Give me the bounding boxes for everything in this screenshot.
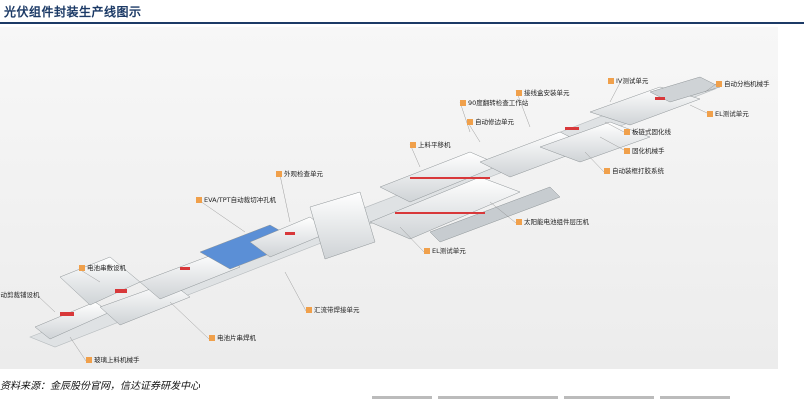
callout-string-layup: 电池串敷设机 — [79, 264, 126, 272]
callout-marker-icon — [707, 111, 713, 117]
callout-marker-icon — [624, 148, 630, 154]
source-note: 资料来源：金辰股份官网，信达证券研发中心 — [0, 377, 200, 392]
callout-marker-icon — [410, 142, 416, 148]
callout-marker-icon — [516, 219, 522, 225]
callout-appearance-inspection: 外观检查单元 — [276, 170, 323, 178]
callout-auto-grading-robot: 自动分档机械手 — [716, 80, 770, 88]
callout-marker-icon — [306, 307, 312, 313]
callout-marker-icon — [424, 248, 430, 254]
callout-marker-icon — [604, 168, 610, 174]
callout-marker-icon — [86, 357, 92, 363]
callout-junction-box-unit: 接线盒安装单元 — [516, 89, 570, 97]
callout-marker-icon — [624, 129, 630, 135]
callout-loading-transfer: 上料平移机 — [410, 141, 451, 149]
page-title: 光伏组件封装生产线图示 — [4, 3, 142, 20]
callout-marker-icon — [516, 90, 522, 96]
callout-cell-stringer: 电池片串焊机 — [209, 334, 256, 342]
callout-plate-chain-curing-line: 板链式固化线 — [624, 128, 671, 136]
callout-auto-trimming-unit: 自动修边单元 — [467, 118, 514, 126]
callout-marker-icon — [716, 81, 722, 87]
callout-marker-icon — [79, 265, 85, 271]
callout-marker-icon — [196, 197, 202, 203]
callout-busbar-welding: 汇流带焊接单元 — [306, 306, 360, 314]
callout-glass-loading-robot: 玻璃上料机械手 — [86, 356, 140, 364]
callout-el-test-unit-bottom: EL测试单元 — [424, 247, 466, 255]
callout-marker-icon — [608, 78, 614, 84]
callout-iv-test-unit: IV测试单元 — [608, 77, 648, 85]
callout-auto-framing-gluing: 自动装框打胶系统 — [604, 167, 664, 175]
callout-marker-icon — [276, 171, 282, 177]
production-line-illustration — [0, 27, 778, 369]
callout-90deg-flip-station: 90度翻转检查工作站 — [460, 99, 528, 107]
callout-curing-robot: 固化机械手 — [624, 147, 665, 155]
callout-auto-cut-layup: 自动剪裁铺设机 — [0, 291, 40, 299]
callout-marker-icon — [460, 100, 466, 106]
footer-watermark — [372, 393, 792, 400]
callout-marker-icon — [209, 335, 215, 341]
title-divider — [0, 22, 804, 24]
callout-eva-tpt-cutter: EVA/TPT自动裁切冲孔机 — [196, 196, 276, 204]
callout-laminator: 太阳能电池组件层压机 — [516, 218, 589, 226]
callout-el-test-unit-top: EL测试单元 — [707, 110, 749, 118]
callout-marker-icon — [467, 119, 473, 125]
